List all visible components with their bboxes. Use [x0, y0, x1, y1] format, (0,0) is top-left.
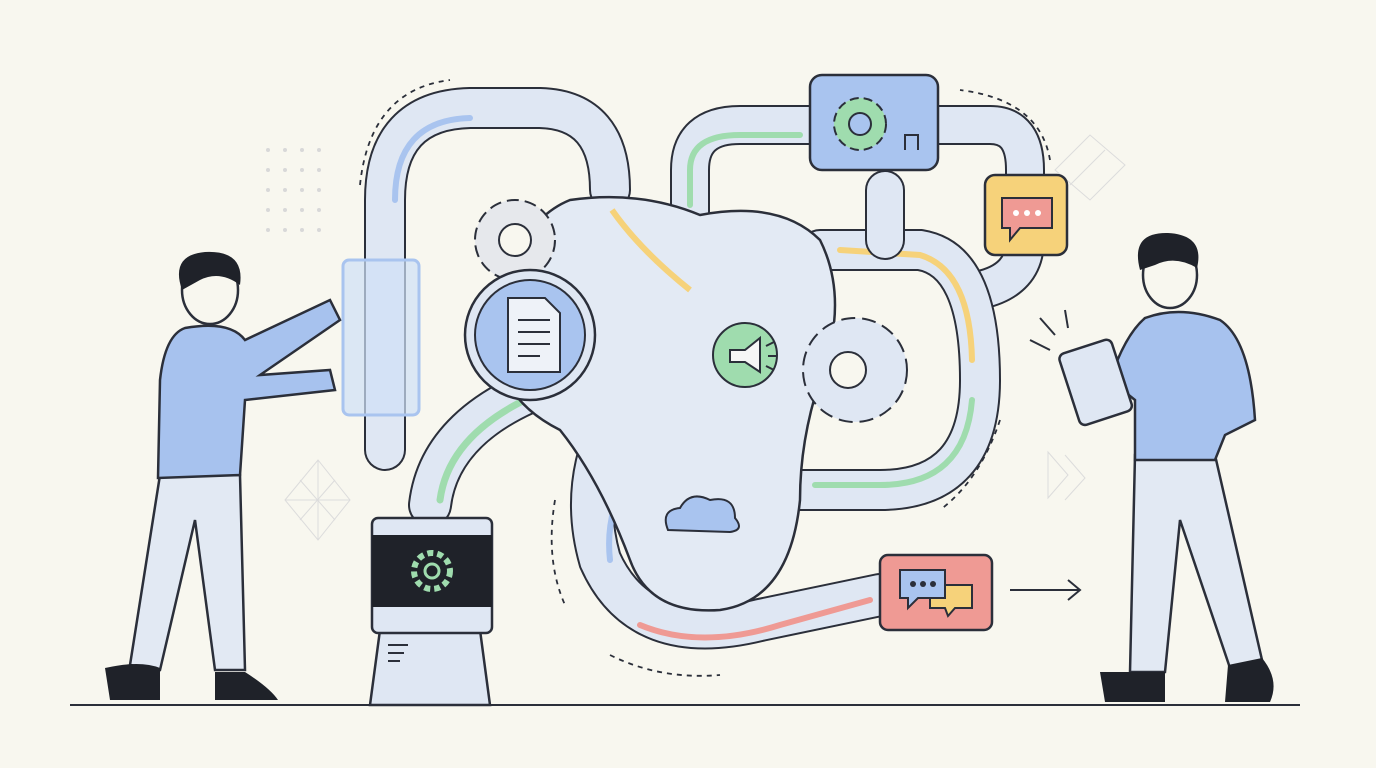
chat-bubbles-icon: [878, 553, 994, 632]
document-icon: [463, 268, 597, 402]
person-left: [105, 251, 342, 700]
output-arrow: [1010, 579, 1082, 601]
gear-box: [808, 73, 940, 172]
control-unit: [368, 516, 494, 707]
gear-icon: [474, 199, 556, 281]
flow-arrows: [359, 79, 1051, 677]
hologram-screen-icon: [341, 258, 421, 417]
person-right: [1029, 232, 1274, 702]
megaphone-icon: [712, 322, 778, 388]
cloud-icon: [664, 495, 740, 534]
grid-decoration: [284, 134, 1126, 541]
dot-grid-decoration: [266, 148, 321, 232]
gear-icon: [802, 317, 908, 423]
tablet-icon: [1058, 338, 1134, 427]
chat-bubble-icon: [983, 173, 1069, 257]
